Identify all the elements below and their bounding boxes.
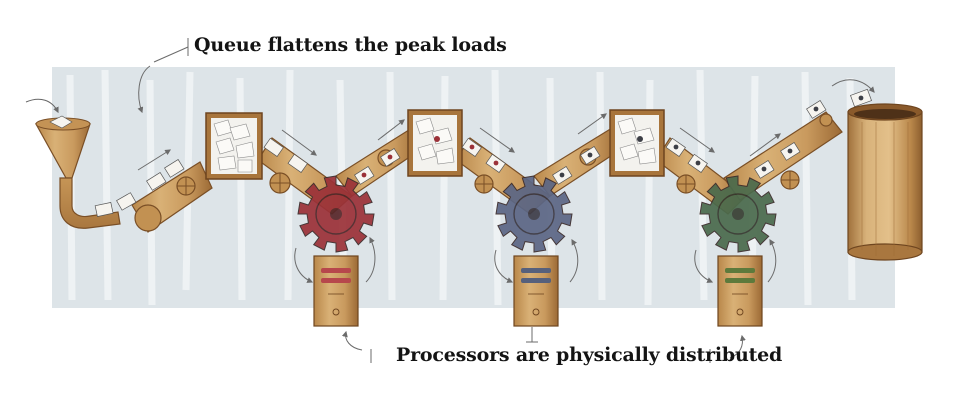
funnel-icon bbox=[34, 115, 121, 229]
gear-layer bbox=[297, 175, 777, 253]
caption-processors: Processors are physically distributed bbox=[396, 344, 783, 366]
envelope-icon bbox=[146, 172, 167, 191]
gear-icon bbox=[699, 175, 777, 253]
queue-bin-icon bbox=[205, 112, 263, 180]
processor-server-icon bbox=[513, 255, 559, 327]
envelope-icon bbox=[263, 137, 284, 157]
envelope-icon bbox=[164, 159, 185, 178]
processor-layer bbox=[313, 255, 763, 327]
flow-arrows bbox=[137, 65, 875, 359]
envelope-icon bbox=[94, 202, 114, 217]
envelope-icon bbox=[116, 192, 137, 211]
queue-bin-icon bbox=[407, 109, 463, 177]
gear-icon bbox=[297, 175, 375, 253]
pulley-spokes bbox=[177, 171, 799, 195]
output-barrel-icon bbox=[847, 103, 923, 261]
envelope-seals bbox=[361, 95, 864, 178]
queue-bin-icon bbox=[609, 109, 665, 177]
gear-icon bbox=[495, 175, 573, 253]
queue-bins bbox=[205, 109, 665, 180]
input-arrow bbox=[25, 98, 59, 114]
processor-server-icon bbox=[313, 255, 359, 327]
caption-queue: Queue flattens the peak loads bbox=[194, 34, 507, 56]
envelope-icon bbox=[287, 153, 308, 173]
caption-leaders bbox=[153, 38, 711, 363]
processor-server-icon bbox=[717, 255, 763, 327]
